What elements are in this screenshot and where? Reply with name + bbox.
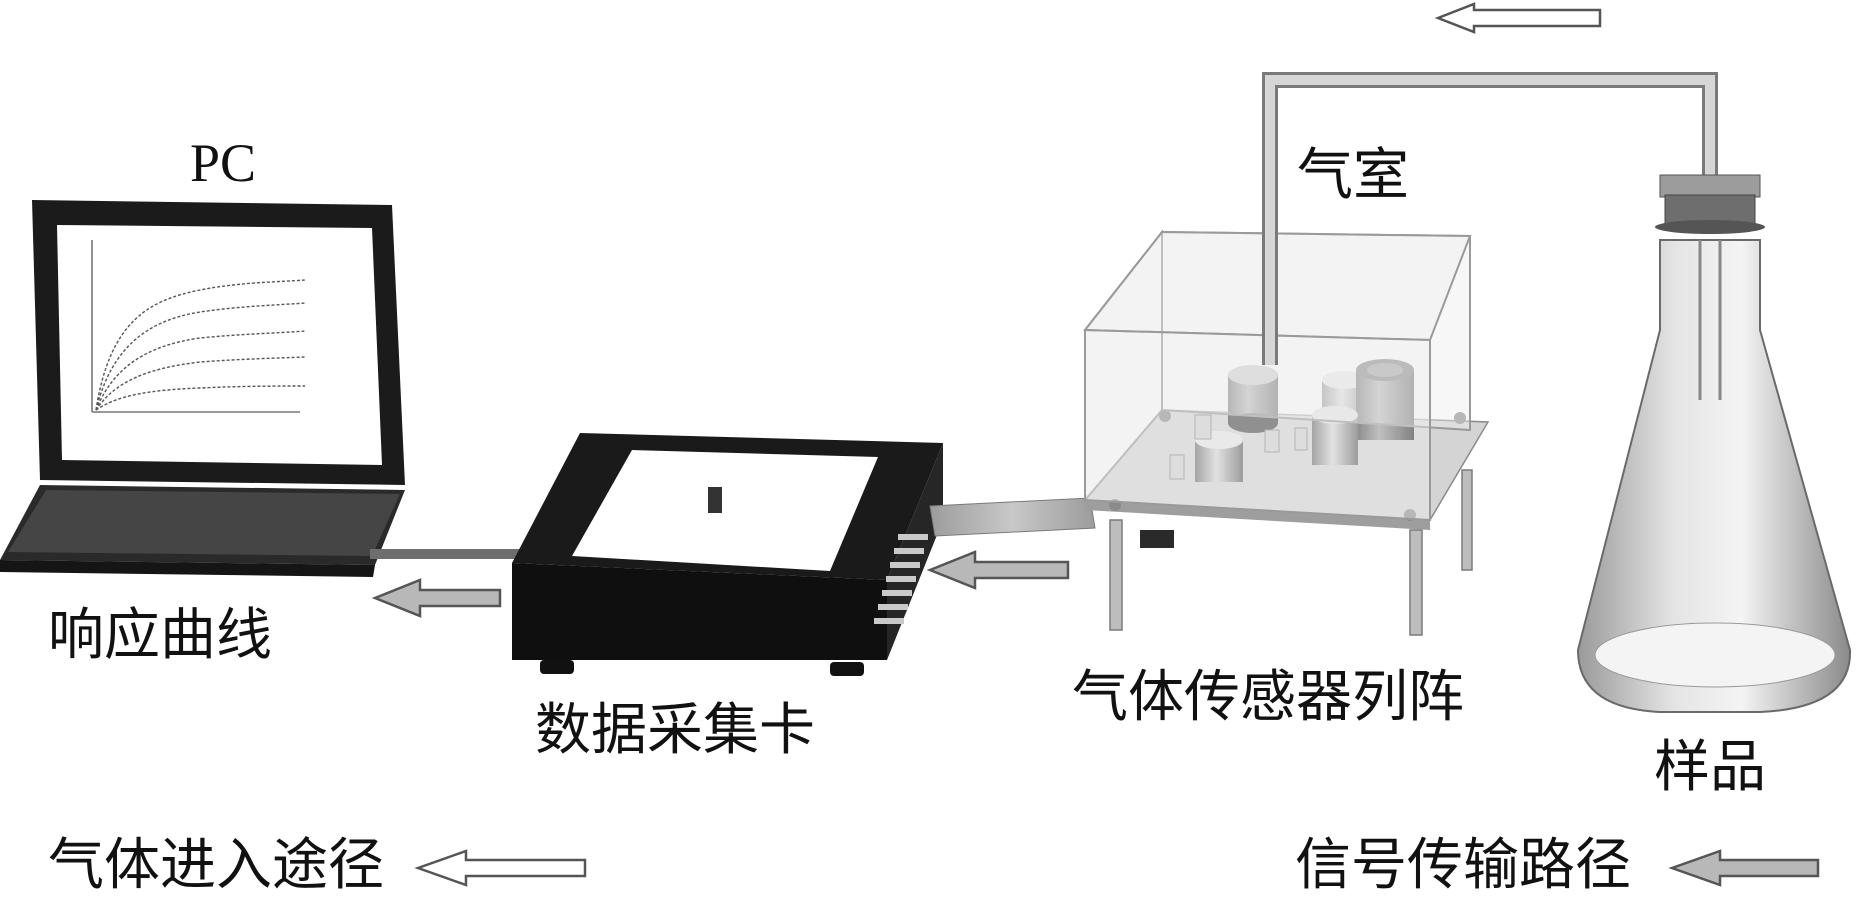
daq-foot-left bbox=[540, 660, 574, 674]
chamber-label: 气室 bbox=[1297, 143, 1409, 208]
pc-label: PC bbox=[190, 133, 257, 193]
board-legs bbox=[1109, 469, 1473, 636]
sample-label: 样品 bbox=[1654, 735, 1766, 800]
signal-arrow-laptop-input bbox=[371, 578, 502, 618]
daq-top-panel bbox=[572, 450, 878, 571]
sensor-array-label: 气体传感器列阵 bbox=[1072, 665, 1464, 730]
laptop-base-edge bbox=[0, 560, 375, 577]
data-acquisition-card bbox=[512, 433, 943, 676]
small-components bbox=[1169, 414, 1308, 480]
daq-foot-right bbox=[830, 662, 864, 676]
gas-sensor-array bbox=[1082, 229, 1490, 636]
board-connector bbox=[1140, 530, 1174, 548]
flask-liquid bbox=[1594, 622, 1836, 688]
daq-connector-slots bbox=[874, 534, 928, 624]
laptop-pc bbox=[0, 200, 405, 577]
response-curve-plot bbox=[91, 240, 306, 413]
arrows bbox=[371, 2, 1820, 887]
gas-chamber-box bbox=[1082, 229, 1472, 522]
flask-body bbox=[1576, 239, 1852, 713]
legend-signal-arrow bbox=[1668, 849, 1820, 887]
board-edge bbox=[1085, 500, 1430, 530]
laptop-keyboard-top bbox=[8, 490, 400, 556]
daq-card-label: 数据采集卡 bbox=[535, 698, 815, 763]
daq-front-face bbox=[512, 563, 887, 660]
gas-sensor-3 bbox=[1356, 359, 1414, 440]
usb-cable bbox=[370, 549, 520, 559]
gas-tube bbox=[1262, 72, 1718, 365]
legend-gas-arrow bbox=[414, 849, 587, 887]
gas-sensor-1 bbox=[1228, 365, 1278, 433]
flask-stopper-cap bbox=[1659, 174, 1761, 198]
legend-gas-path-label: 气体进入途径 bbox=[48, 833, 384, 898]
laptop-screen bbox=[57, 225, 382, 465]
response-curve-label: 响应曲线 bbox=[48, 603, 272, 668]
daq-logo bbox=[708, 487, 722, 513]
sample-flask bbox=[1576, 174, 1852, 713]
signal-arrow-daq-input bbox=[926, 550, 1070, 590]
gas-arrow-top bbox=[1434, 2, 1602, 34]
legend-signal-path-label: 信号传输路径 bbox=[1295, 833, 1631, 898]
ribbon-cable bbox=[929, 497, 1096, 537]
